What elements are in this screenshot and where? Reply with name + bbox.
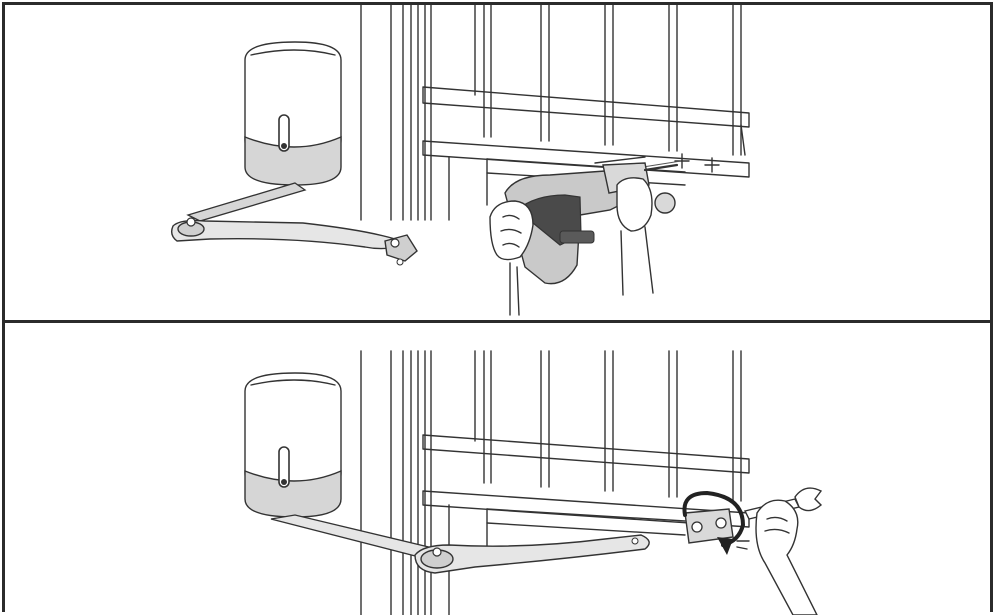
step-1-illustration [5, 5, 990, 320]
gate-frame [418, 351, 749, 615]
gate-post [361, 351, 411, 615]
gate-post [361, 5, 411, 220]
gate-bracket [685, 509, 733, 543]
gate-motor-icon [245, 42, 341, 185]
gate-motor-icon [245, 373, 341, 517]
motor-arm [172, 183, 417, 265]
step-2-illustration [5, 323, 990, 615]
step-2-panel [2, 320, 993, 612]
motor-arm [271, 515, 649, 573]
gloved-hand-icon [756, 500, 817, 615]
step-1-panel [2, 2, 993, 323]
